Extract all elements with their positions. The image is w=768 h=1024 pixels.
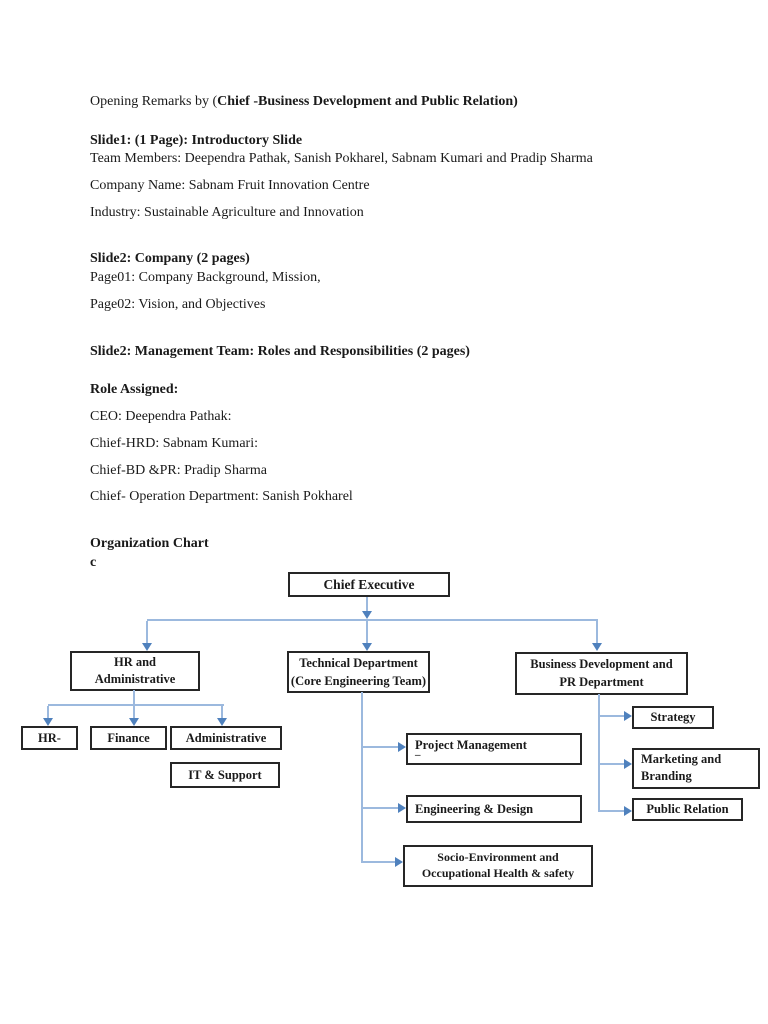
org-node-bd-line1: Business Development and [530, 657, 673, 671]
org-node-project-management-label: Project Management [415, 738, 527, 752]
org-node-socio-line2: Occupational Health & safety [421, 866, 575, 880]
paragraph-company-name: Company Name: Sabnam Fruit Innovation Ce… [90, 178, 370, 193]
org-node-administrative-label: Administrative [185, 731, 267, 745]
arrowhead-down-hrsub2 [129, 718, 139, 726]
paragraph-chief-bdpr: Chief-BD &PR: Pradip Sharma [90, 463, 267, 478]
connector-branch-socio [362, 861, 395, 863]
org-node-business-development: Business Development and PR Department [515, 652, 688, 695]
paragraph-page01: Page01: Company Background, Mission, [90, 270, 321, 285]
arrowhead-right-pm [398, 742, 406, 752]
org-node-socio-line1: Socio-Environment and [437, 850, 559, 864]
arrowhead-down-tech [362, 643, 372, 651]
connector-branch-pr [599, 810, 624, 812]
connector-branch-strategy [599, 715, 624, 717]
connector-drop-bd [596, 621, 598, 643]
paragraph-chief-operation: Chief- Operation Department: Sanish Pokh… [90, 489, 353, 504]
org-node-bd-line2: PR Department [559, 675, 644, 689]
heading-role-assigned: Role Assigned: [90, 382, 179, 397]
heading-organization-chart: Organization Chart [90, 536, 209, 551]
opening-remarks-prefix: Opening Remarks by ( [90, 94, 218, 109]
connector-branch-eng [362, 807, 398, 809]
arrowhead-down-chief [362, 611, 372, 619]
arrowhead-right-eng [398, 803, 406, 813]
org-node-public-relation-label: Public Relation [646, 802, 729, 816]
paragraph-opening-remarks: Opening Remarks by (Chief -Business Deve… [90, 93, 518, 111]
org-node-tech-line1: Technical Department [299, 656, 418, 670]
arrowhead-down-hr [142, 643, 152, 651]
connector-drop-tech [366, 621, 368, 643]
connector-hr-down [133, 690, 135, 704]
org-node-finance: Finance [90, 726, 167, 750]
paragraph-industry: Industry: Sustainable Agriculture and In… [90, 205, 364, 220]
org-node-hr-line1: HR and [113, 655, 157, 669]
heading-slide2-management: Slide2: Management Team: Roles and Respo… [90, 344, 470, 359]
org-node-administrative: Administrative [170, 726, 282, 750]
paragraph-chief-hrd: Chief-HRD: Sabnam Kumari: [90, 436, 258, 451]
connector-chief-down [366, 597, 368, 611]
org-node-project-management: Project Management – [406, 733, 582, 765]
connector-bd-down [598, 694, 600, 812]
org-node-strategy-label: Strategy [650, 710, 696, 724]
connector-branch-marketing [599, 763, 624, 765]
arrowhead-right-marketing [624, 759, 632, 769]
org-node-engineering-design: Engineering & Design [406, 795, 582, 823]
arrowhead-right-pr [624, 806, 632, 816]
arrowhead-down-hrsub3 [217, 718, 227, 726]
org-node-it-support: IT & Support [170, 762, 280, 788]
org-node-hr-line2: Administrative [94, 672, 176, 686]
org-node-chief-executive: Chief Executive [288, 572, 450, 597]
arrowhead-right-strategy [624, 711, 632, 721]
org-node-project-management-dash: – [415, 749, 421, 761]
org-node-chief-executive-label: Chief Executive [323, 577, 415, 592]
org-node-technical-department: Technical Department (Core Engineering T… [287, 651, 430, 693]
connector-level1-horizontal [147, 619, 598, 621]
paragraph-org-chart-sub: c [90, 555, 97, 570]
arrowhead-down-bd [592, 643, 602, 651]
org-node-marketing-branding: Marketing and Branding [632, 748, 760, 789]
connector-drop-hr [146, 621, 148, 643]
opening-remarks-bold: Chief -Business Development and Public R… [217, 94, 518, 109]
org-node-strategy: Strategy [632, 706, 714, 729]
org-node-it-support-label: IT & Support [188, 768, 262, 782]
heading-slide2-company: Slide2: Company (2 pages) [90, 251, 250, 266]
paragraph-team-members: Team Members: Deependra Pathak, Sanish P… [90, 151, 593, 166]
org-node-marketing-line2: Branding [641, 769, 692, 783]
arrowhead-down-hrsub1 [43, 718, 53, 726]
org-node-marketing-line1: Marketing and [641, 752, 722, 766]
paragraph-ceo: CEO: Deependra Pathak: [90, 409, 232, 424]
org-node-socio-environment: Socio-Environment and Occupational Healt… [403, 845, 593, 887]
org-node-finance-label: Finance [107, 731, 150, 745]
org-node-hr-administrative: HR and Administrative [70, 651, 200, 691]
org-node-public-relation: Public Relation [632, 798, 743, 821]
connector-drop-hrsub2 [133, 706, 135, 718]
connector-drop-hrsub3 [221, 706, 223, 718]
org-node-hr-sub: HR- [21, 726, 78, 750]
org-node-tech-line2: (Core Engineering Team) [290, 674, 427, 688]
heading-slide1: Slide1: (1 Page): Introductory Slide [90, 133, 303, 148]
paragraph-page02: Page02: Vision, and Objectives [90, 297, 266, 312]
connector-branch-pm [362, 746, 398, 748]
connector-hr-horizontal [48, 704, 224, 706]
org-node-engineering-design-label: Engineering & Design [415, 802, 534, 816]
connector-drop-hrsub1 [47, 706, 49, 718]
org-node-hr-sub-label: HR- [38, 731, 61, 745]
arrowhead-right-socio [395, 857, 403, 867]
connector-tech-down [361, 692, 363, 863]
